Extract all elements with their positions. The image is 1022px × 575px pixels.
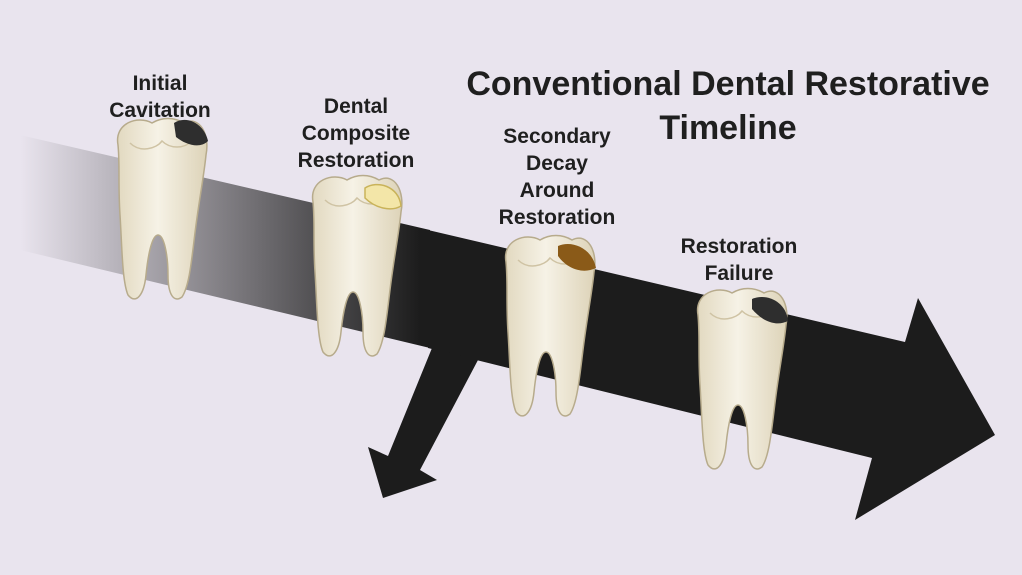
label-line: Around (519, 179, 595, 202)
label-initial-cavitation: Initial Cavitation (109, 70, 211, 124)
label-line: Restoration (297, 149, 415, 172)
tooth-initial-cavitation (116, 117, 208, 300)
tooth-secondary-decay (504, 234, 596, 417)
tooth-restoration-failure (696, 287, 788, 470)
label-restoration-failure: Restoration Failure (681, 233, 798, 287)
label-line: Restoration (680, 235, 798, 258)
label-secondary-decay: Secondary Decay Around Restoration (499, 123, 616, 231)
failed-restoration-lesion (752, 297, 788, 324)
label-line: Cavitation (109, 99, 211, 122)
branch-arrow (368, 348, 478, 498)
label-line: Secondary (503, 125, 611, 148)
label-line: Decay (526, 152, 588, 175)
label-line: Failure (704, 262, 774, 285)
composite-filling (364, 183, 402, 210)
title-line-1: Conventional Dental Restorative (466, 65, 990, 103)
label-line: Dental (323, 95, 389, 118)
label-line: Initial (132, 72, 188, 95)
cavity-lesion (174, 119, 208, 146)
tooth-composite-restoration (311, 174, 403, 357)
title-line-2: Timeline (659, 109, 797, 147)
label-line: Composite (301, 122, 411, 145)
secondary-decay-lesion (558, 244, 596, 271)
label-line: Restoration (498, 206, 616, 229)
label-composite-restoration: Dental Composite Restoration (298, 93, 415, 174)
diagram-title: Conventional Dental Restorative Timeline (466, 62, 989, 150)
